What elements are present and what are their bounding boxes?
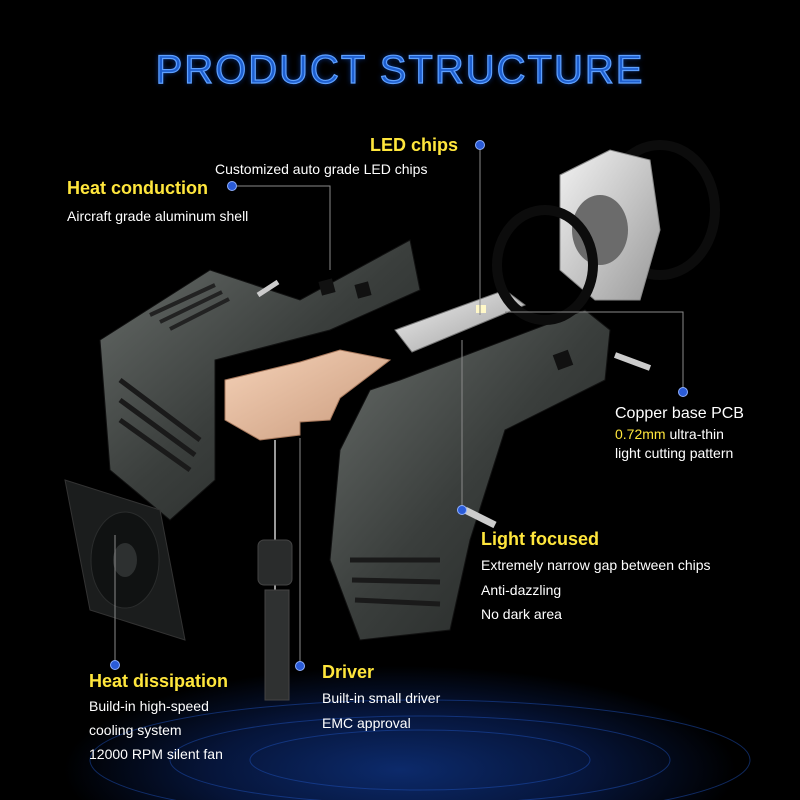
copper-pcb-desc-2: light cutting pattern xyxy=(615,445,734,461)
callout-dots xyxy=(110,140,688,671)
led-pcb-strip xyxy=(394,289,527,353)
light-focused-desc-2: Anti-dazzling xyxy=(481,582,562,598)
light-focused-desc-3: No dark area xyxy=(481,606,562,622)
light-focused-desc-1: Extremely narrow gap between chips xyxy=(481,557,711,573)
driver-desc-2: EMC approval xyxy=(322,715,411,731)
heat-dissipation-heading: Heat dissipation xyxy=(89,671,229,691)
copper-pcb-heading: Copper base PCB xyxy=(615,405,744,422)
heat-dissipation-desc-2: cooling system xyxy=(89,722,182,738)
page-title: PRODUCT STRUCTURE xyxy=(155,47,645,92)
heat-conduction-heading: Heat conduction xyxy=(67,178,209,198)
driver-cable xyxy=(257,440,293,701)
led-chips-desc: Customized auto grade LED chips xyxy=(215,161,428,177)
floor-glow-rings xyxy=(89,699,751,800)
copper-pcb-desc-1-rest: ultra-thin xyxy=(665,426,724,442)
callout-leader-lines xyxy=(114,145,684,666)
copper-pcb-thickness: 0.72mm xyxy=(615,426,666,442)
light-focused-heading: Light focused xyxy=(481,529,599,549)
heat-dissipation-desc-3: 12000 RPM silent fan xyxy=(89,746,223,762)
cooling-fan xyxy=(64,479,186,641)
led-chips-heading: LED chips xyxy=(370,135,459,155)
heat-conduction-desc: Aircraft grade aluminum shell xyxy=(67,208,249,224)
heat-dissipation-desc-1: Build-in high-speed xyxy=(89,698,209,714)
copper-pcb-desc-1: 0.72mm ultra-thin xyxy=(615,426,724,442)
adapter-and-o-rings xyxy=(492,140,720,325)
driver-desc-1: Built-in small driver xyxy=(322,690,441,706)
left-housing-shell xyxy=(99,239,421,521)
copper-base xyxy=(224,349,392,441)
right-housing-shell xyxy=(329,309,652,641)
driver-heading: Driver xyxy=(322,662,375,682)
